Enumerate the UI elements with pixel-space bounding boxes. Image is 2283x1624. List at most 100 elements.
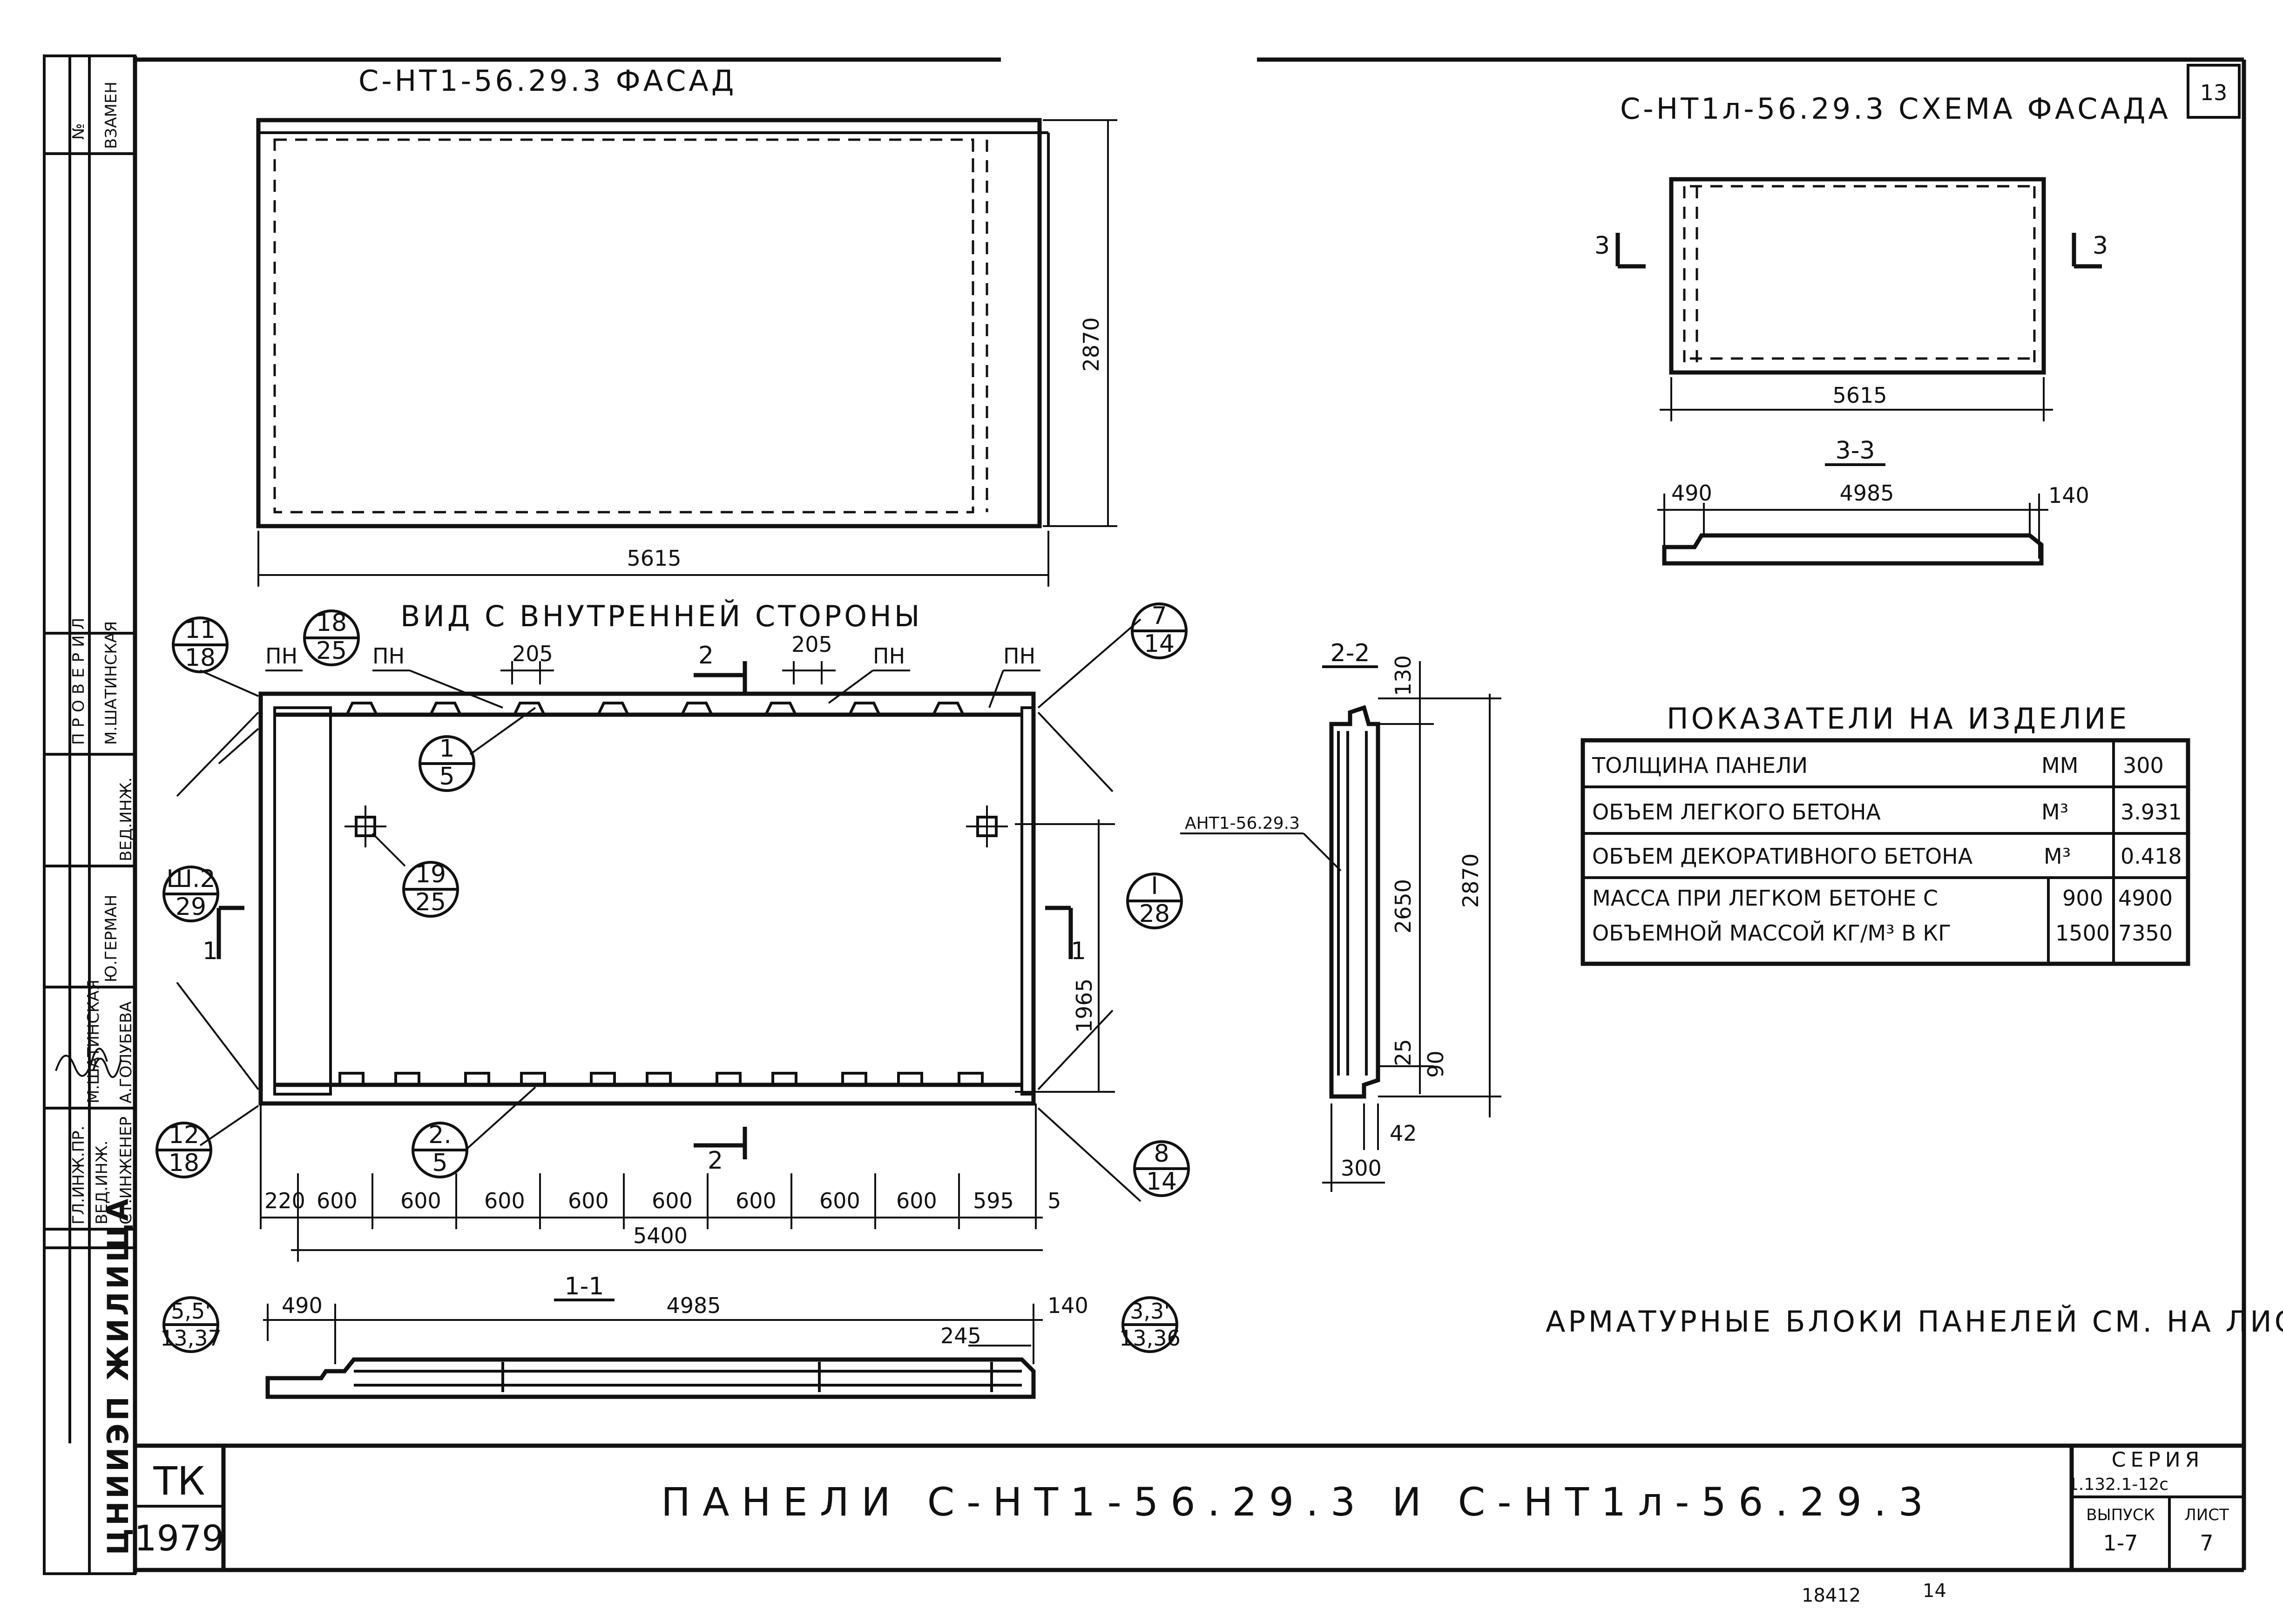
callout-18-25: 18 25: [303, 609, 360, 666]
s11-dim-490: 490: [282, 1293, 323, 1318]
dim-b-10: 5: [1047, 1188, 1061, 1213]
section-22-label: 2-2: [1331, 639, 1370, 667]
facade-view: С-НТ1-56.29.3 ФАСАД 2870 5615: [256, 64, 1117, 587]
svg-text:12: 12: [169, 1121, 199, 1149]
dim-130: 130: [1391, 655, 1416, 696]
section-11-view: 1-1 490 4985 140 245 5,5' 13,37 3,3' 13,…: [160, 1272, 1181, 1399]
callout-12-18: 12 18: [155, 1121, 212, 1178]
dim-b-3: 600: [484, 1188, 525, 1213]
callout-8-14: 8 14: [1133, 1140, 1190, 1197]
dim-b-2: 600: [400, 1188, 441, 1213]
title-block: ТК 1979 ПАНЕЛИ С-НТ1-56.29.3 И С-НТ1л-56…: [134, 1446, 2244, 1570]
svg-text:5: 5: [432, 1149, 447, 1177]
side-stamp: ВЗАМЕН № ПРОВЕРИЛ М.ШАТИНСКАЯ Ю.ГЕРМАН М…: [43, 54, 136, 1575]
row-2-name: ОБЪЕМ ЛЕГКОГО БЕТОНА: [1592, 799, 1881, 825]
bottom-mark-1: 18412: [1802, 1585, 1861, 1606]
scheme-facade-view: С-НТ1л-56.29.3 СХЕМА ФАСАДА 3 3 5615 3-3…: [1594, 92, 2171, 566]
stamp-org: ЦНИИЭП ЖИЛИЩА: [101, 1196, 135, 1555]
facade-height-dim: 2870: [1079, 317, 1104, 372]
mass-line-1: МАССА ПРИ ЛЕГКОМ БЕТОНЕ С: [1592, 886, 1938, 911]
svg-text:13,37: 13,37: [160, 1326, 222, 1351]
dim-42: 42: [1390, 1121, 1417, 1146]
svg-text:Ш.2: Ш.2: [166, 865, 215, 893]
callout-7-14: 7 14: [1131, 602, 1188, 659]
indicators-table: ПОКАЗАТЕЛИ НА ИЗДЕЛИЕ ТОЛЩИНА ПАНЕЛИ ММ …: [1581, 702, 2190, 966]
signature-2: [92, 1057, 122, 1078]
scheme-title: С-НТ1л-56.29.3 СХЕМА ФАСАДА: [1620, 92, 2171, 126]
main-title: ПАНЕЛИ С-НТ1-56.29.3 И С-НТ1л-56.29.3: [661, 1479, 1935, 1525]
svg-text:2.: 2.: [428, 1121, 452, 1149]
svg-text:18: 18: [169, 1149, 199, 1177]
svg-text:5: 5: [439, 763, 454, 791]
stamp-role-4: СТ.ИНЖЕНЕР: [117, 1116, 135, 1225]
scheme-width-dim: 5615: [1832, 383, 1887, 408]
section-33-dim-left: 490: [1671, 480, 1712, 506]
dim-25: 25: [1391, 1039, 1416, 1066]
stamp-vzamen: ВЗАМЕН: [102, 81, 121, 149]
list-value: 7: [2200, 1530, 2213, 1556]
dim-b-5: 600: [652, 1188, 693, 1213]
svg-text:14: 14: [1146, 1168, 1177, 1196]
dim-b-8: 600: [896, 1188, 937, 1213]
svg-text:14: 14: [1144, 630, 1175, 658]
cut-1-right: 1: [1071, 937, 1086, 965]
scheme-cut-right: 3: [2093, 232, 2108, 260]
pn-label-2: ПН: [372, 643, 405, 669]
mass-line-2: ОБЪЕМНОЙ МАССОЙ КГ/М³ В КГ: [1592, 920, 1951, 946]
svg-text:19: 19: [415, 860, 446, 888]
dim-5400: 5400: [633, 1223, 688, 1248]
svg-text:7: 7: [1151, 602, 1167, 630]
svg-text:29: 29: [176, 893, 206, 921]
section-22-leader-label: АНТ1-56.29.3: [1185, 814, 1300, 833]
dim-2870-b: 2870: [1458, 853, 1483, 908]
seria-value: 1.132.1-12с: [2068, 1475, 2168, 1494]
section-11-label: 1-1: [565, 1272, 604, 1300]
bottom-notches: [338, 1072, 984, 1085]
dim-b-7: 600: [819, 1188, 860, 1213]
indicators-title: ПОКАЗАТЕЛИ НА ИЗДЕЛИЕ: [1667, 702, 2129, 736]
stamp-role-2: ГЛ.ИНЖ.ПР.: [69, 1126, 88, 1225]
cut-2-top: 2: [698, 642, 714, 670]
facade-width-dim: 5615: [627, 546, 681, 571]
svg-text:1: 1: [439, 735, 454, 763]
dim-b-9: 595: [973, 1188, 1014, 1213]
row-1-value: 300: [2123, 753, 2164, 778]
pn-label-4: ПН: [1003, 643, 1035, 669]
dim-b-6: 600: [736, 1188, 777, 1213]
svg-text:11: 11: [185, 616, 216, 644]
inner-side-view: ВИД С ВНУТРЕННЕЙ СТОРОНЫ: [176, 599, 1142, 1262]
sheet-number-box: 13: [2187, 64, 2241, 119]
stamp-name-3: М.ШАТИНСКАЯ: [84, 980, 103, 1103]
row-1-name: ТОЛЩИНА ПАНЕЛИ: [1592, 753, 1808, 778]
dim-205-right: 205: [791, 632, 832, 657]
mass-value-2: 7350: [2118, 920, 2173, 946]
seria-label: СЕРИЯ: [2112, 1448, 2204, 1472]
svg-text:25: 25: [415, 888, 446, 916]
stamp-name-4: А.ГОЛУБЕВА: [117, 1001, 135, 1103]
vypusk-label: ВЫПУСК: [2086, 1506, 2155, 1524]
callout-2-5: 2. 5: [412, 1121, 468, 1178]
callout-5-13: 5,5' 13,37: [160, 1296, 222, 1353]
stamp-no: №: [69, 123, 88, 140]
dim-300: 300: [1341, 1156, 1382, 1181]
s11-dim-245: 245: [940, 1323, 981, 1348]
stamp-role-3: ВЕД.ИНЖ.: [93, 1140, 111, 1225]
facade-title: С-НТ1-56.29.3 ФАСАД: [358, 64, 736, 98]
s11-dim-4985: 4985: [666, 1293, 721, 1318]
mass-density-2: 1500: [2055, 920, 2110, 946]
scheme-cut-left: 3: [1594, 232, 1610, 260]
callout-1-5: 1 5: [419, 735, 475, 792]
list-label: ЛИСТ: [2184, 1506, 2229, 1524]
svg-text:8: 8: [1154, 1140, 1169, 1168]
cut-2-bottom: 2: [708, 1147, 723, 1175]
reinforcement-note: АРМАТУРНЫЕ БЛОКИ ПАНЕЛЕЙ СМ. НА ЛИСТЕ 8.: [1546, 1305, 2283, 1339]
dim-2650: 2650: [1391, 879, 1416, 934]
dim-b-0: 220: [264, 1188, 305, 1213]
stamp-name-2: Ю.ГЕРМАН: [102, 895, 121, 982]
cut-1-left: 1: [203, 937, 218, 965]
row-1-unit: ММ: [2041, 753, 2078, 778]
s11-dim-140: 140: [1047, 1293, 1088, 1318]
dim-1965: 1965: [1072, 978, 1097, 1033]
bottom-mark-2: 14: [1923, 1580, 1946, 1602]
